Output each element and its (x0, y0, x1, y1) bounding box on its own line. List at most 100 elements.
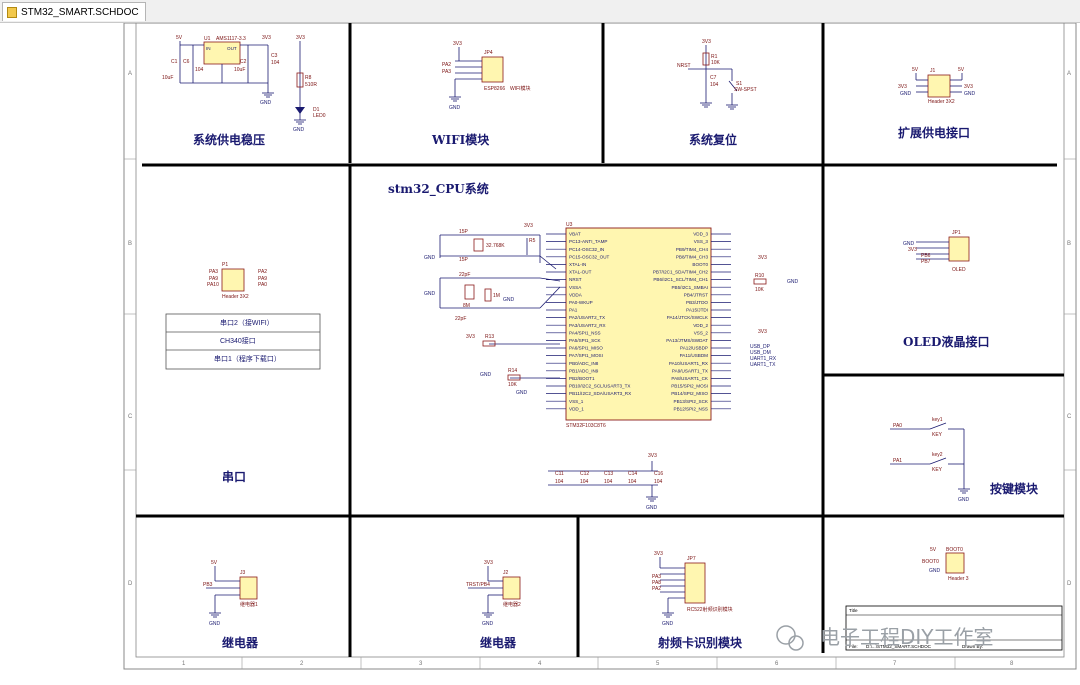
c12-label: C12 (580, 471, 589, 477)
cpu-pin-left: VDD_1 (569, 406, 584, 411)
r8-resistor[interactable] (296, 72, 304, 88)
cpu-pin-left: PB2/BOOT1 (569, 376, 595, 381)
j1-label: J1 (930, 68, 936, 74)
cpu-pin-left: PA2/USART2_TX (569, 315, 605, 320)
j3-label: J3 (240, 570, 246, 576)
r14-resistor[interactable] (507, 374, 521, 381)
r1-resistor[interactable] (702, 52, 710, 66)
key2-label: key2 (932, 452, 943, 458)
serial-note-1: 串口2（接WIFI） (220, 318, 274, 327)
cpu-pin-right: PB8/TIM4_CH3 (676, 254, 709, 259)
j1-part: Header 3X2 (928, 99, 955, 105)
cpu-gnd-2: GND (424, 291, 436, 297)
c7-label: C7 (710, 75, 717, 81)
schematic-canvas: 1 2 3 4 5 6 7 8 A B C D A B C D U1 AMS11… (123, 23, 1077, 670)
oled-3v3: 3V3 (908, 247, 917, 253)
p1-header[interactable] (221, 268, 245, 292)
serial-pa3: PA3 (209, 269, 218, 275)
cpu-gnd-5: GND (516, 390, 528, 396)
s1-part: SW-SPST (734, 87, 757, 93)
caps-gnd-label: GND (646, 505, 658, 511)
schematic-doc-icon (7, 6, 17, 18)
j3-relay-header[interactable] (239, 576, 258, 600)
cpu-pin-right: PB6/I2C1_SCL/TIM4_CH1 (653, 277, 708, 282)
r10-resistor[interactable] (753, 278, 767, 285)
j2-relay-header[interactable] (502, 576, 521, 600)
title-block-title-label: Title (849, 608, 858, 613)
r13-label: R13 (485, 334, 494, 340)
jp5-header[interactable] (945, 552, 965, 574)
key1-switch[interactable] (929, 422, 947, 430)
power-5v-label: 5V (176, 35, 183, 41)
u1-part: AMS1117-3.3 (216, 36, 246, 42)
zone-3: 3 (419, 661, 423, 667)
zone-a: A (128, 71, 132, 77)
wifi-pa3-label: PA3 (442, 69, 451, 75)
j3-part: 继电器1 (240, 601, 258, 608)
zone-1: 1 (182, 661, 186, 667)
p1-label: P1 (222, 262, 228, 268)
jp4-connector[interactable] (481, 56, 504, 83)
cpu-pin-left: PB1/ADC_IN9 (569, 368, 599, 373)
u3-mcu[interactable] (565, 227, 712, 421)
j1-header[interactable] (927, 74, 951, 98)
usb-dp-label: USB_DP (750, 344, 771, 350)
c1-label: C1 (171, 59, 178, 65)
y1-crystal[interactable] (473, 238, 484, 252)
ext-gnd-right: GND (964, 91, 976, 97)
r11-resistor[interactable] (484, 288, 492, 302)
relay1-5v: 5V (211, 560, 218, 566)
c13-value: 104 (604, 479, 613, 485)
cpu-3v3-label: 3V3 (524, 223, 533, 229)
jp7-rfid-connector[interactable] (684, 562, 706, 604)
j2-label: J2 (503, 570, 509, 576)
ext-3v3-right: 3V3 (964, 84, 973, 90)
key1-part: KEY (932, 432, 943, 438)
uart1-rx-label: UART1_RX (750, 356, 777, 362)
cpu-pin-right: PA15/JTDI (686, 308, 708, 313)
rfid-pa2: PA2 (652, 586, 661, 592)
key2-switch[interactable] (929, 457, 947, 465)
title-block-file-label: File: (849, 644, 858, 649)
r14-value: 10K (508, 382, 518, 388)
c16-label: C16 (654, 471, 663, 477)
cpu-pin-right: PB9/TIM4_CH4 (676, 247, 709, 252)
cpu-pin-left: PA7/SPI1_MOSI (569, 353, 603, 358)
cpu-pin-left: VBAT (569, 232, 581, 237)
s1-switch[interactable] (728, 80, 738, 92)
c11-label: C11 (555, 471, 564, 477)
cpu-gnd-4: GND (480, 372, 492, 378)
cpu-pin-right: PA9/USART1_TX (672, 368, 708, 373)
r5-label: R5 (529, 238, 536, 244)
cpu-pin-left: VSS_1 (569, 399, 584, 404)
section-title-power: 系统供电稳压 (193, 132, 265, 147)
r13-3v3-label: 3V3 (466, 334, 475, 340)
serial-note-box (165, 313, 321, 370)
d1-led[interactable] (295, 107, 305, 114)
c13-label: C13 (604, 471, 613, 477)
cpu-pin-left: VSSA (569, 285, 582, 290)
uart1-tx-label: UART1_TX (750, 362, 776, 368)
ext-gnd-left: GND (900, 91, 912, 97)
cpu-gnd-1: GND (424, 255, 436, 261)
jp4-part: ESP8266 (484, 86, 505, 92)
zone-c-right: C (1067, 414, 1072, 420)
jp1-part: OLED (952, 267, 966, 273)
d1-label: D1 (313, 107, 320, 113)
cpu-pin-right: PA11/USBDM (680, 353, 709, 358)
schematic-sheet[interactable]: 1 2 3 4 5 6 7 8 A B C D A B C D U1 AMS11… (0, 23, 1080, 685)
cpu-pin-left: NRST (569, 277, 582, 282)
cpu-pin-right: VDD_3 (693, 232, 708, 237)
wifi-pa2-label: PA2 (442, 62, 451, 68)
ext-5v-right: 5V (958, 67, 965, 73)
zone-c: C (128, 414, 133, 420)
c9-value: 22pF (459, 272, 470, 278)
r13-resistor[interactable] (482, 340, 496, 347)
jp1-connector[interactable] (948, 236, 970, 262)
c14-label: C14 (628, 471, 637, 477)
y2-crystal[interactable] (464, 284, 475, 300)
zone-8: 8 (1010, 661, 1014, 667)
r1-value: 10K (711, 60, 721, 66)
document-tab[interactable]: STM32_SMART.SCHDOC (2, 2, 146, 21)
r11-value: 1M (493, 293, 500, 299)
